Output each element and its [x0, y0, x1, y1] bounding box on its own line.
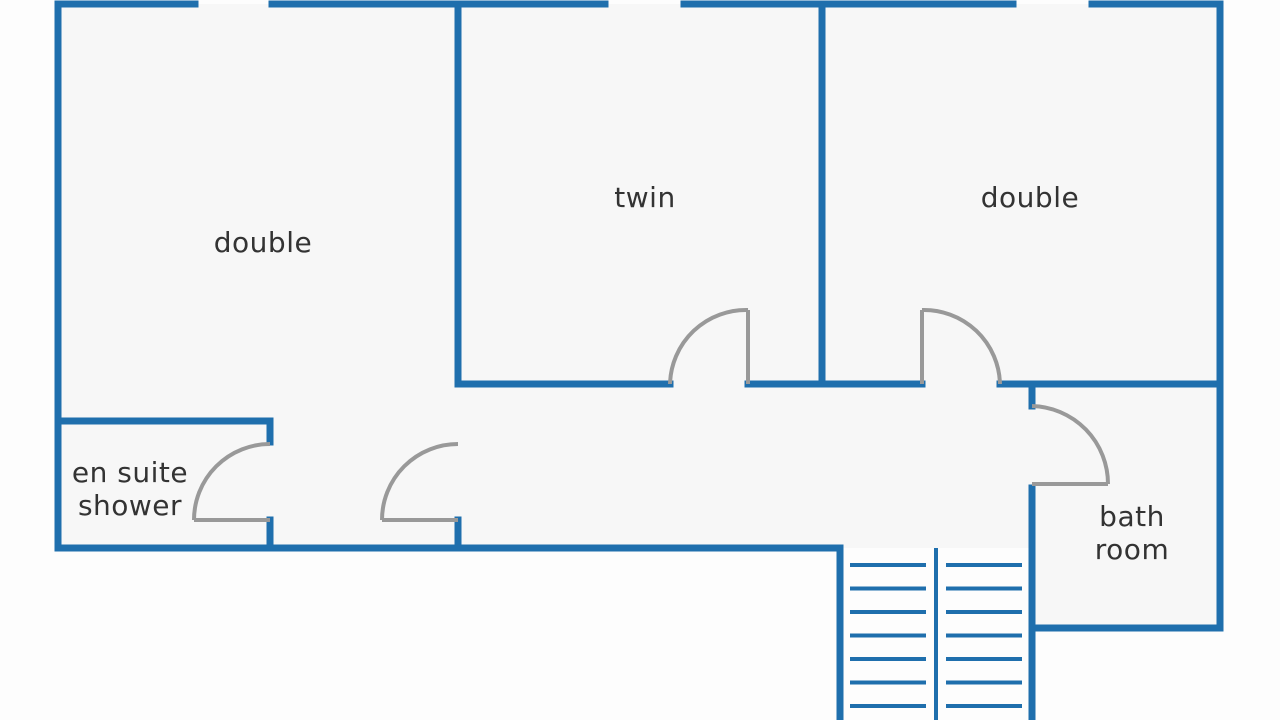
door-twin	[668, 307, 750, 385]
room-label-ensuite-line1: en suite	[72, 456, 188, 489]
staircase	[850, 548, 1022, 720]
room-label-bath-line2: room	[1095, 533, 1169, 566]
room-label-ensuite-line2: shower	[78, 489, 182, 522]
walls	[54, 0, 1224, 720]
floor-bathroom	[1032, 384, 1220, 628]
door-double-right	[920, 307, 1002, 385]
room-label-bath-line1: bath	[1099, 500, 1165, 533]
room-label-double-right: double	[981, 181, 1079, 214]
door-double-left	[380, 442, 459, 522]
door-ensuite	[192, 442, 271, 522]
floor-main	[58, 4, 1220, 548]
room-label-double-left: double	[214, 226, 312, 259]
door-bathroom	[1031, 404, 1110, 486]
floor-fills	[58, 4, 1220, 628]
room-labels: double twin double en suite shower bath …	[72, 181, 1169, 566]
room-label-twin: twin	[614, 181, 675, 214]
doors	[192, 307, 1110, 522]
